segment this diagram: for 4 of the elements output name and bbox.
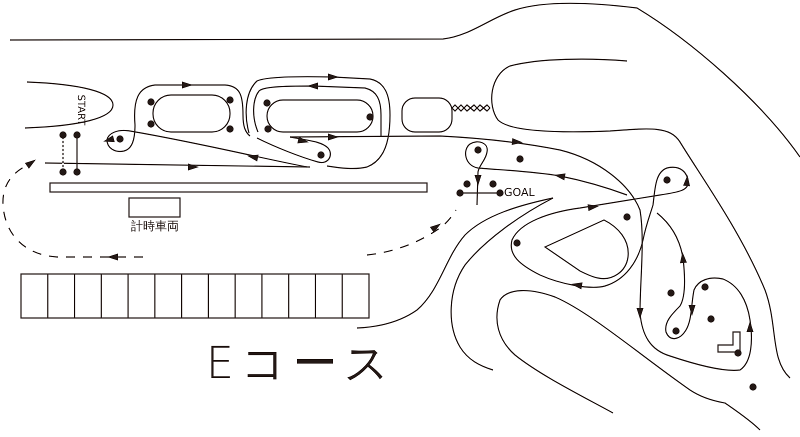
vehicle-label: 計時車両 <box>131 220 179 232</box>
start-label: START <box>75 94 85 126</box>
course-title: Eコース <box>206 342 396 386</box>
goal-label: GOAL <box>504 187 535 198</box>
